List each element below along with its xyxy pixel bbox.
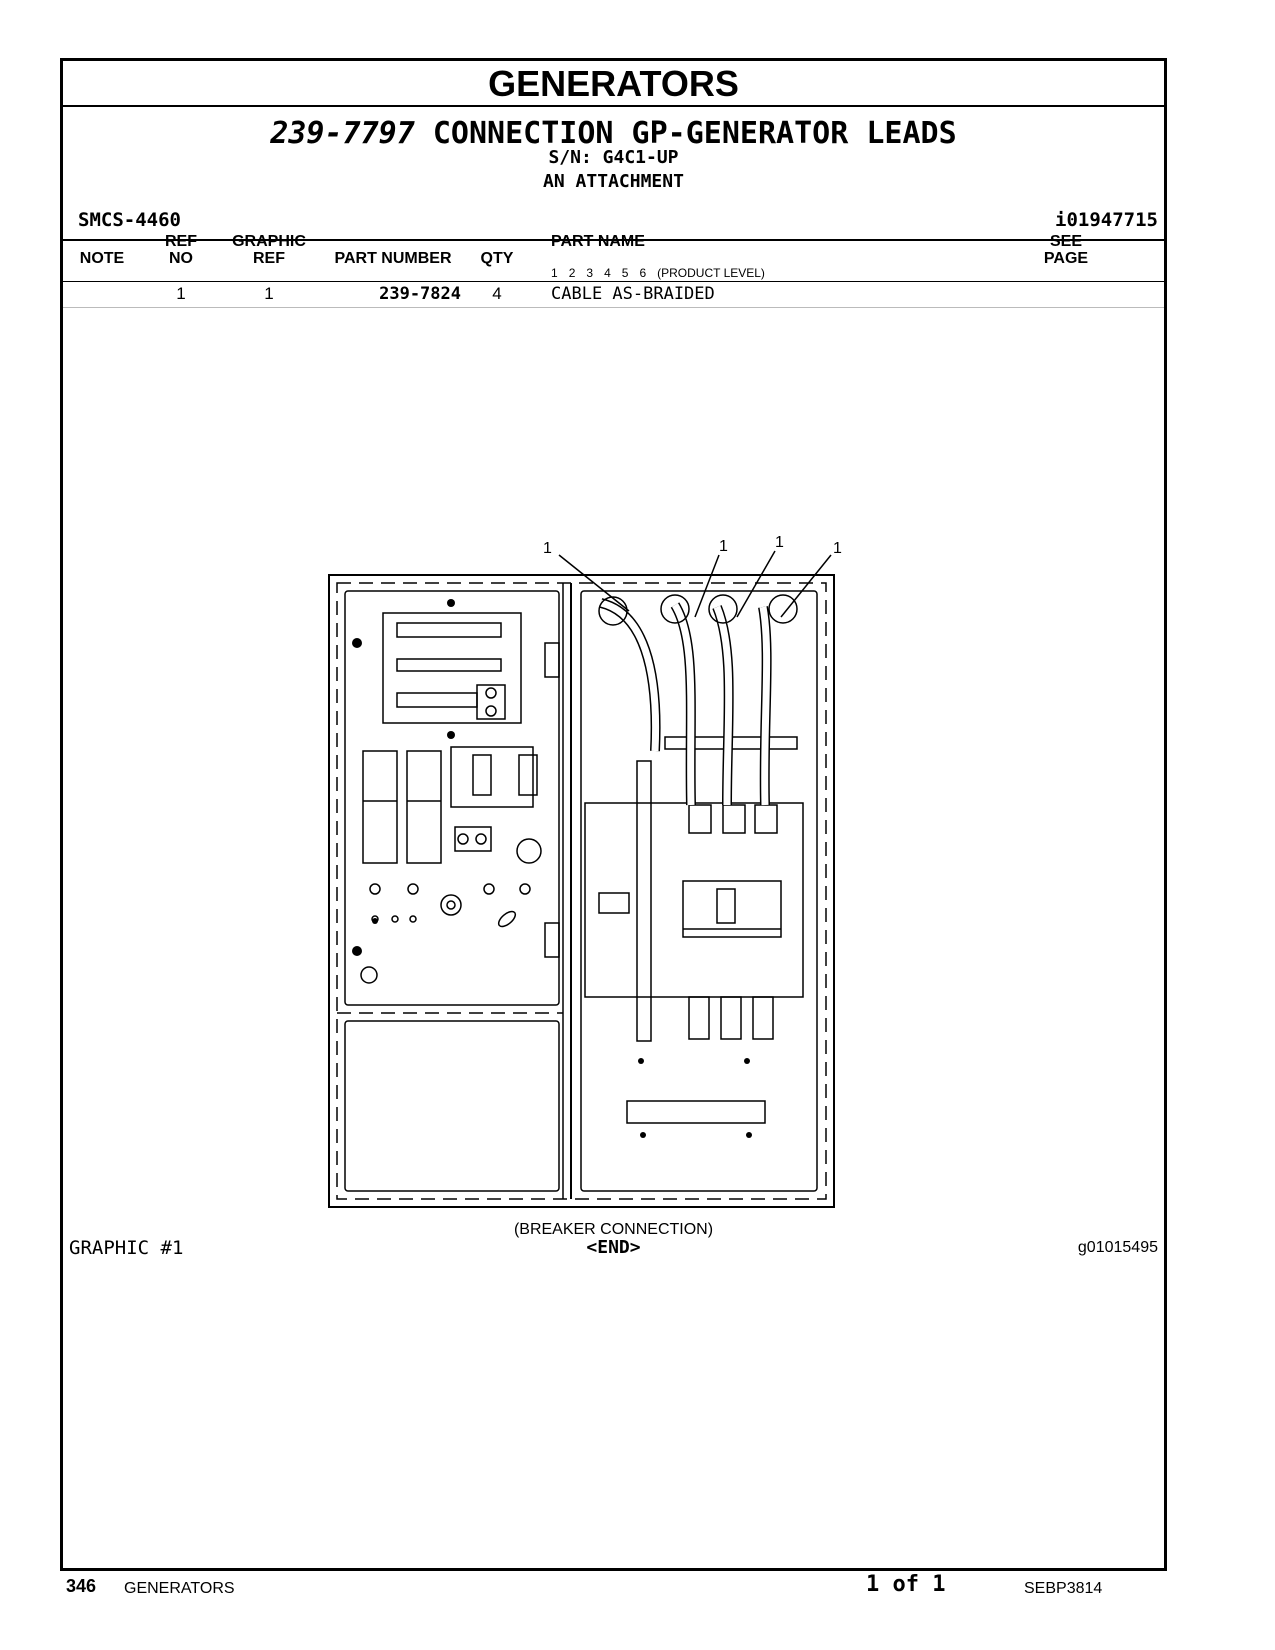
section-title: GENERATORS — [63, 61, 1164, 107]
col-see-page-bottom: PAGE — [1043, 250, 1089, 267]
part-ref-no: 1 — [176, 284, 186, 303]
product-level-5: 5 — [621, 266, 629, 280]
breaker-connection-drawing: 1 1 1 1 — [328, 534, 842, 1208]
col-ref-no-top: REF — [165, 233, 197, 250]
document-title: 239-7797 CONNECTION GP-GENERATOR LEADS — [63, 117, 1164, 151]
col-see-page-top: SEE — [1049, 233, 1082, 250]
header-rule — [63, 239, 1164, 241]
footer-section: GENERATORS — [124, 1580, 235, 1597]
column-header-rule — [63, 281, 1164, 282]
info-id: i01947715 — [1055, 209, 1158, 231]
product-level-3: 3 — [586, 266, 594, 280]
product-level-4: 4 — [604, 266, 611, 280]
smcs-code: SMCS-4460 — [78, 209, 181, 231]
col-graphic-ref-bottom: REF — [253, 250, 285, 267]
col-part-name: PART NAME — [551, 233, 645, 250]
end-marker: <END> — [586, 1237, 641, 1258]
graphic-label: GRAPHIC #1 — [69, 1237, 184, 1259]
col-ref-no: REF NO — [159, 233, 203, 267]
product-level-6: 6 — [639, 266, 647, 280]
row-rule — [63, 307, 1164, 308]
graphic-caption: (BREAKER CONNECTION) — [513, 1221, 714, 1238]
part-graphic-ref: 1 — [264, 284, 274, 303]
part-qty: 4 — [492, 284, 502, 303]
col-note: NOTE — [79, 250, 125, 267]
product-level-label: (PRODUCT LEVEL) — [657, 266, 765, 280]
attachment-label: AN ATTACHMENT — [543, 171, 684, 192]
callout-1d: 1 — [833, 540, 842, 557]
col-ref-no-bottom: NO — [169, 250, 193, 267]
product-level-2: 2 — [568, 266, 576, 280]
callout-1b: 1 — [719, 538, 728, 555]
footer-publication: SEBP3814 — [1024, 1580, 1103, 1597]
graphic-id: g01015495 — [1077, 1239, 1158, 1256]
footer-page-number: 346 — [66, 1576, 97, 1596]
part-number-link[interactable]: 239-7824 — [379, 284, 461, 304]
part-name: CABLE AS-BRAIDED — [551, 284, 715, 304]
col-see-page: SEE PAGE — [1038, 233, 1094, 267]
page-frame: GENERATORS 239-7797 CONNECTION GP-GENERA… — [60, 58, 1167, 1571]
col-graphic-ref-top: GRAPHIC — [232, 233, 306, 250]
product-level-1: 1 — [551, 266, 558, 280]
serial-range: S/N: G4C1-UP — [548, 147, 679, 168]
col-graphic-ref: GRAPHIC REF — [229, 233, 309, 267]
callout-1c: 1 — [775, 534, 784, 551]
callout-1a: 1 — [543, 540, 552, 557]
col-qty: QTY — [480, 250, 514, 267]
col-part-number: PART NUMBER — [334, 250, 452, 267]
footer-page-of: 1 of 1 — [866, 1572, 946, 1597]
assembly-title: CONNECTION GP-GENERATOR LEADS — [432, 116, 957, 151]
assembly-part-number: 239-7797 — [270, 116, 415, 151]
